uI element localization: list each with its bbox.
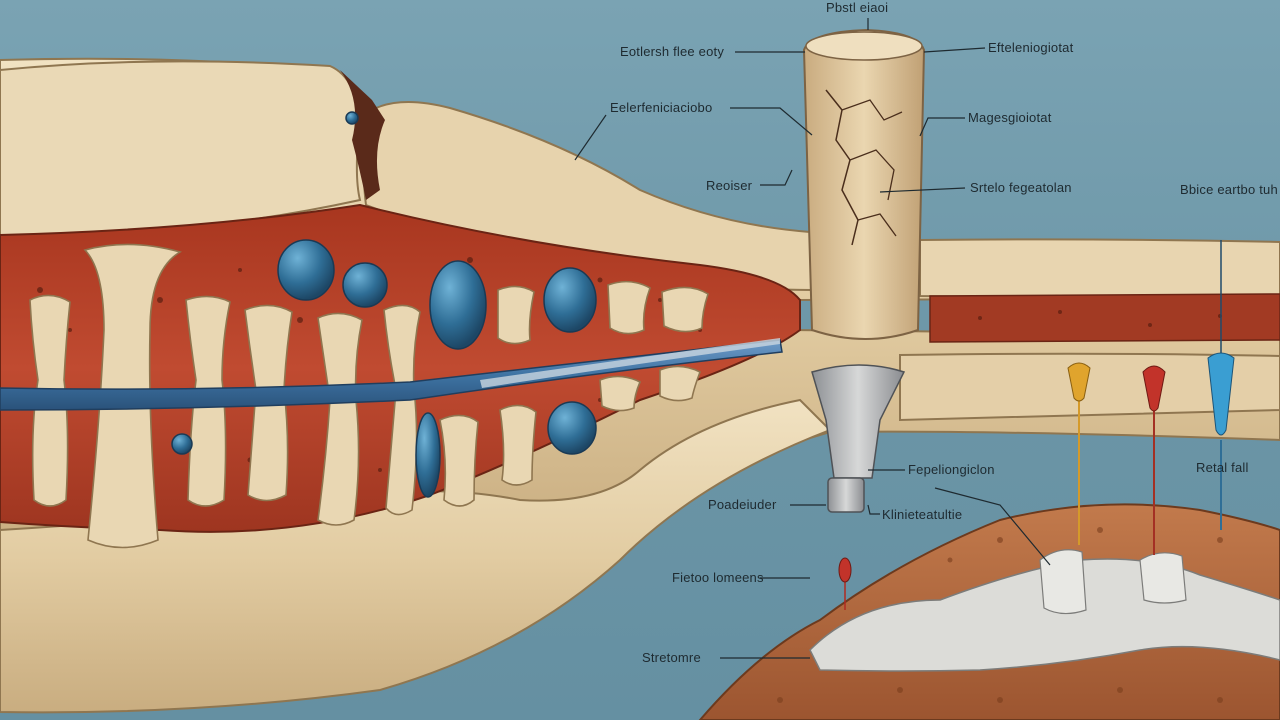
label-top: Pbstl eiaoi <box>826 0 889 15</box>
implant-plug <box>811 364 906 513</box>
label-mid-4: Retal fall <box>1196 460 1249 475</box>
blood-vessel <box>0 338 783 411</box>
label-right-3: Srtelo fegeatolan <box>970 180 1072 195</box>
label-bottom-1: Fietoo lomeens <box>672 570 764 585</box>
label-mid-3: Klinieteatultie <box>882 507 963 522</box>
label-left-1: Eotlersh flee eoty <box>620 44 725 59</box>
cracked-pillar <box>802 28 926 340</box>
cysts <box>171 111 597 498</box>
marker-pins <box>838 240 1235 610</box>
leader-lines <box>574 18 1051 659</box>
tissue-mass <box>698 503 1280 720</box>
label-right-4: Bbice eartbo tuh <box>1180 182 1278 197</box>
label-right-1: Efteleniogiotat <box>988 40 1074 55</box>
label-left-3: Reoiser <box>706 178 753 193</box>
label-bottom-2: Stretomre <box>642 650 701 665</box>
label-right-2: Magesgioiotat <box>968 110 1052 125</box>
label-left-2: Eelerfeniciaciobo <box>610 100 713 115</box>
label-mid-2: Poadeiuder <box>708 497 777 512</box>
label-mid-1: Fepeliongiclon <box>908 462 995 477</box>
